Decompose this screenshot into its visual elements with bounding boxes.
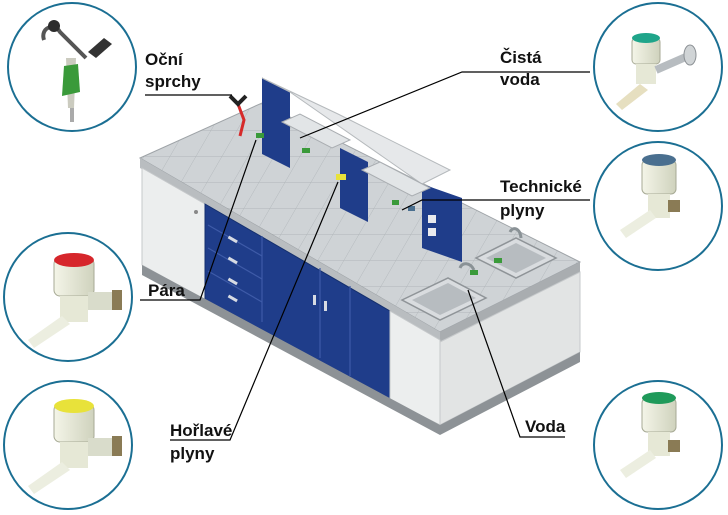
label-steam: Pára (148, 281, 185, 300)
label-tech-gas-1: Technické (500, 177, 582, 196)
callout-eyewash (7, 2, 137, 132)
leader-lines (140, 71, 590, 441)
spine-left (262, 78, 290, 168)
leader-flammable (170, 181, 339, 441)
pure-water-valve-icon (616, 33, 697, 110)
shelf-lower (360, 161, 432, 197)
label-flammable-1: Hořlavé (170, 421, 232, 440)
callout-steam (3, 232, 133, 362)
label-eyewash-1: Oční (145, 50, 184, 69)
flammable-gas-valve-icon (28, 399, 122, 494)
drawer-handles (227, 235, 327, 311)
water-valve-icon (620, 392, 680, 478)
bench-eyewash (236, 103, 246, 137)
steam-valve-icon (28, 253, 122, 348)
spine-middle (340, 148, 368, 222)
label-pure-water-2: voda (500, 70, 540, 89)
callout-pure-water (593, 2, 723, 132)
outlet (428, 215, 436, 223)
label-tech-gas-2: plyny (500, 201, 545, 220)
spine-right (422, 184, 462, 262)
callout-tech-gas (593, 141, 723, 271)
outlet (428, 228, 436, 236)
counter-edge-right (440, 262, 580, 342)
callout-flammable (3, 380, 133, 510)
leader-water (467, 289, 565, 438)
eyewash-icon (41, 20, 112, 122)
tech-gas-valve-icon (620, 154, 680, 238)
label-eyewash-2: sprchy (145, 72, 201, 91)
label-pure-water-1: Čistá (500, 48, 542, 67)
leader-pure-water (299, 71, 590, 139)
callout-water (593, 380, 723, 510)
lab-bench (138, 77, 582, 435)
leader-tech-gas (401, 199, 590, 211)
leader-steam (140, 139, 257, 301)
label-water: Voda (525, 417, 566, 436)
spine-top (261, 77, 452, 185)
label-flammable-2: plyny (170, 444, 215, 463)
